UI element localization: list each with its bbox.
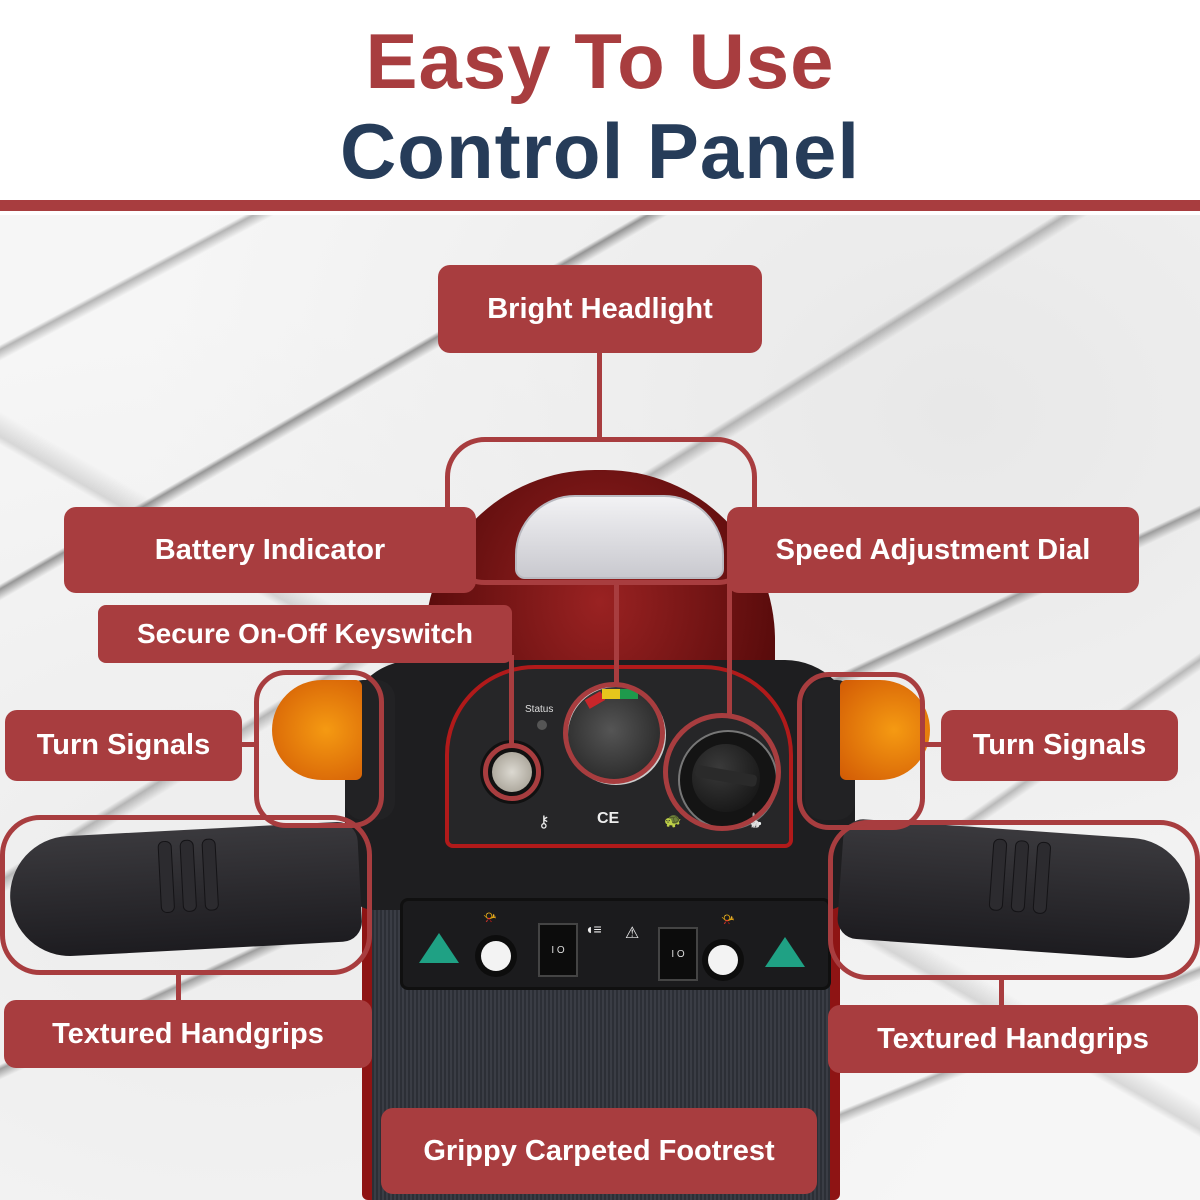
handgrips-right-callout: Textured Handgrips: [828, 1005, 1198, 1073]
turn-signals-right-callout: Turn Signals: [941, 710, 1178, 781]
light-rocker-switch[interactable]: I O: [538, 923, 578, 977]
keyswitch-outline: [483, 743, 541, 801]
headlight-outline: [445, 437, 757, 585]
header: Easy To Use Control Panel: [0, 0, 1200, 200]
keyswitch-callout: Secure On-Off Keyswitch: [98, 605, 512, 663]
right-horn-button[interactable]: [708, 945, 738, 975]
left-horn-button[interactable]: [481, 941, 511, 971]
headlight-callout: Bright Headlight: [438, 265, 762, 353]
right-grip-outline: [828, 820, 1200, 980]
battery-connector: [614, 580, 619, 684]
ce-mark: CE: [597, 810, 620, 827]
keyswitch-connector: [509, 655, 514, 745]
right-signal-connector: [922, 742, 944, 747]
footrest-callout: Grippy Carpeted Footrest: [381, 1108, 817, 1194]
turtle-icon: 🐢: [664, 812, 682, 828]
hazard-icon: ⚠: [625, 925, 640, 942]
title-line-2: Control Panel: [339, 107, 861, 195]
left-grip-connector: [176, 973, 181, 1003]
divider-rule: [0, 200, 1200, 211]
headlight-connector: [597, 350, 602, 440]
battery-outline: [563, 682, 665, 784]
left-grip-outline: [0, 815, 372, 975]
turn-signals-left-callout: Turn Signals: [5, 710, 242, 781]
speed-dial-callout: Speed Adjustment Dial: [727, 507, 1139, 593]
left-signal-connector: [238, 742, 256, 747]
speed-dial-connector: [727, 540, 732, 716]
right-signal-outline: [797, 672, 925, 830]
divider-gap: [0, 211, 1200, 215]
status-led: [537, 720, 547, 730]
title-line-1: Easy To Use: [365, 17, 835, 105]
handgrips-left-callout: Textured Handgrips: [4, 1000, 372, 1068]
right-grip-connector: [999, 978, 1004, 1008]
horn-icon: 📯: [721, 914, 735, 926]
switch-panel: 📯 I O ◖≡ ⚠ I O 📯: [400, 898, 831, 990]
battery-callout: Battery Indicator: [64, 507, 476, 593]
speed-dial-outline: [663, 713, 781, 831]
status-label: Status: [525, 704, 554, 715]
right-green-button[interactable]: [765, 937, 805, 967]
left-green-button[interactable]: [419, 933, 459, 963]
key-icon: ⚷: [538, 814, 550, 831]
left-signal-outline: [254, 670, 384, 828]
headlight-icon: ◖≡: [585, 921, 602, 937]
left-turn-signal: [272, 680, 362, 780]
hazard-rocker-switch[interactable]: I O: [658, 927, 698, 981]
horn-icon: 📯: [483, 912, 497, 924]
